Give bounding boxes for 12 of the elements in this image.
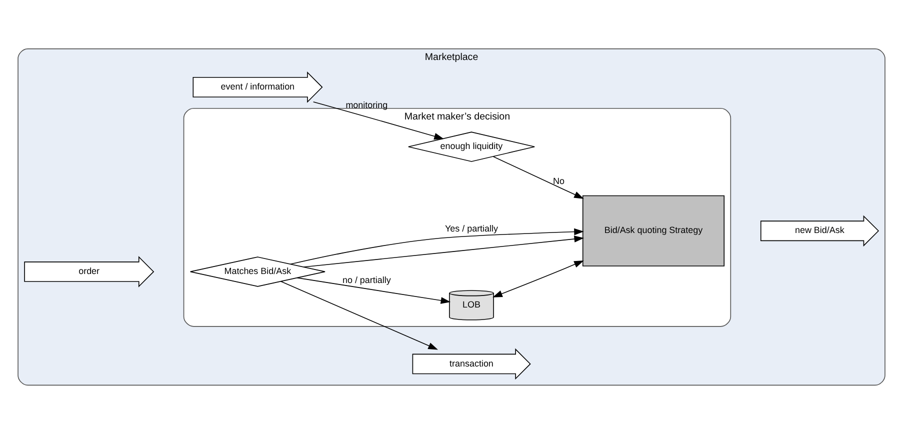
arrow bbox=[492, 156, 584, 198]
arrow bbox=[303, 235, 584, 267]
edge-label: monitoring bbox=[346, 100, 388, 110]
arrow bbox=[296, 276, 451, 304]
edge-label: No bbox=[553, 176, 565, 186]
arrow bbox=[280, 280, 438, 350]
edge-label: no / partially bbox=[342, 274, 391, 284]
edge-label: Yes / partially bbox=[444, 223, 498, 234]
node-diamond: Matches Bid/Ask bbox=[190, 256, 326, 286]
arrow bbox=[290, 228, 584, 264]
arrow bbox=[492, 260, 584, 297]
node-box: Bid/Ask quoting Strategy bbox=[582, 194, 725, 266]
